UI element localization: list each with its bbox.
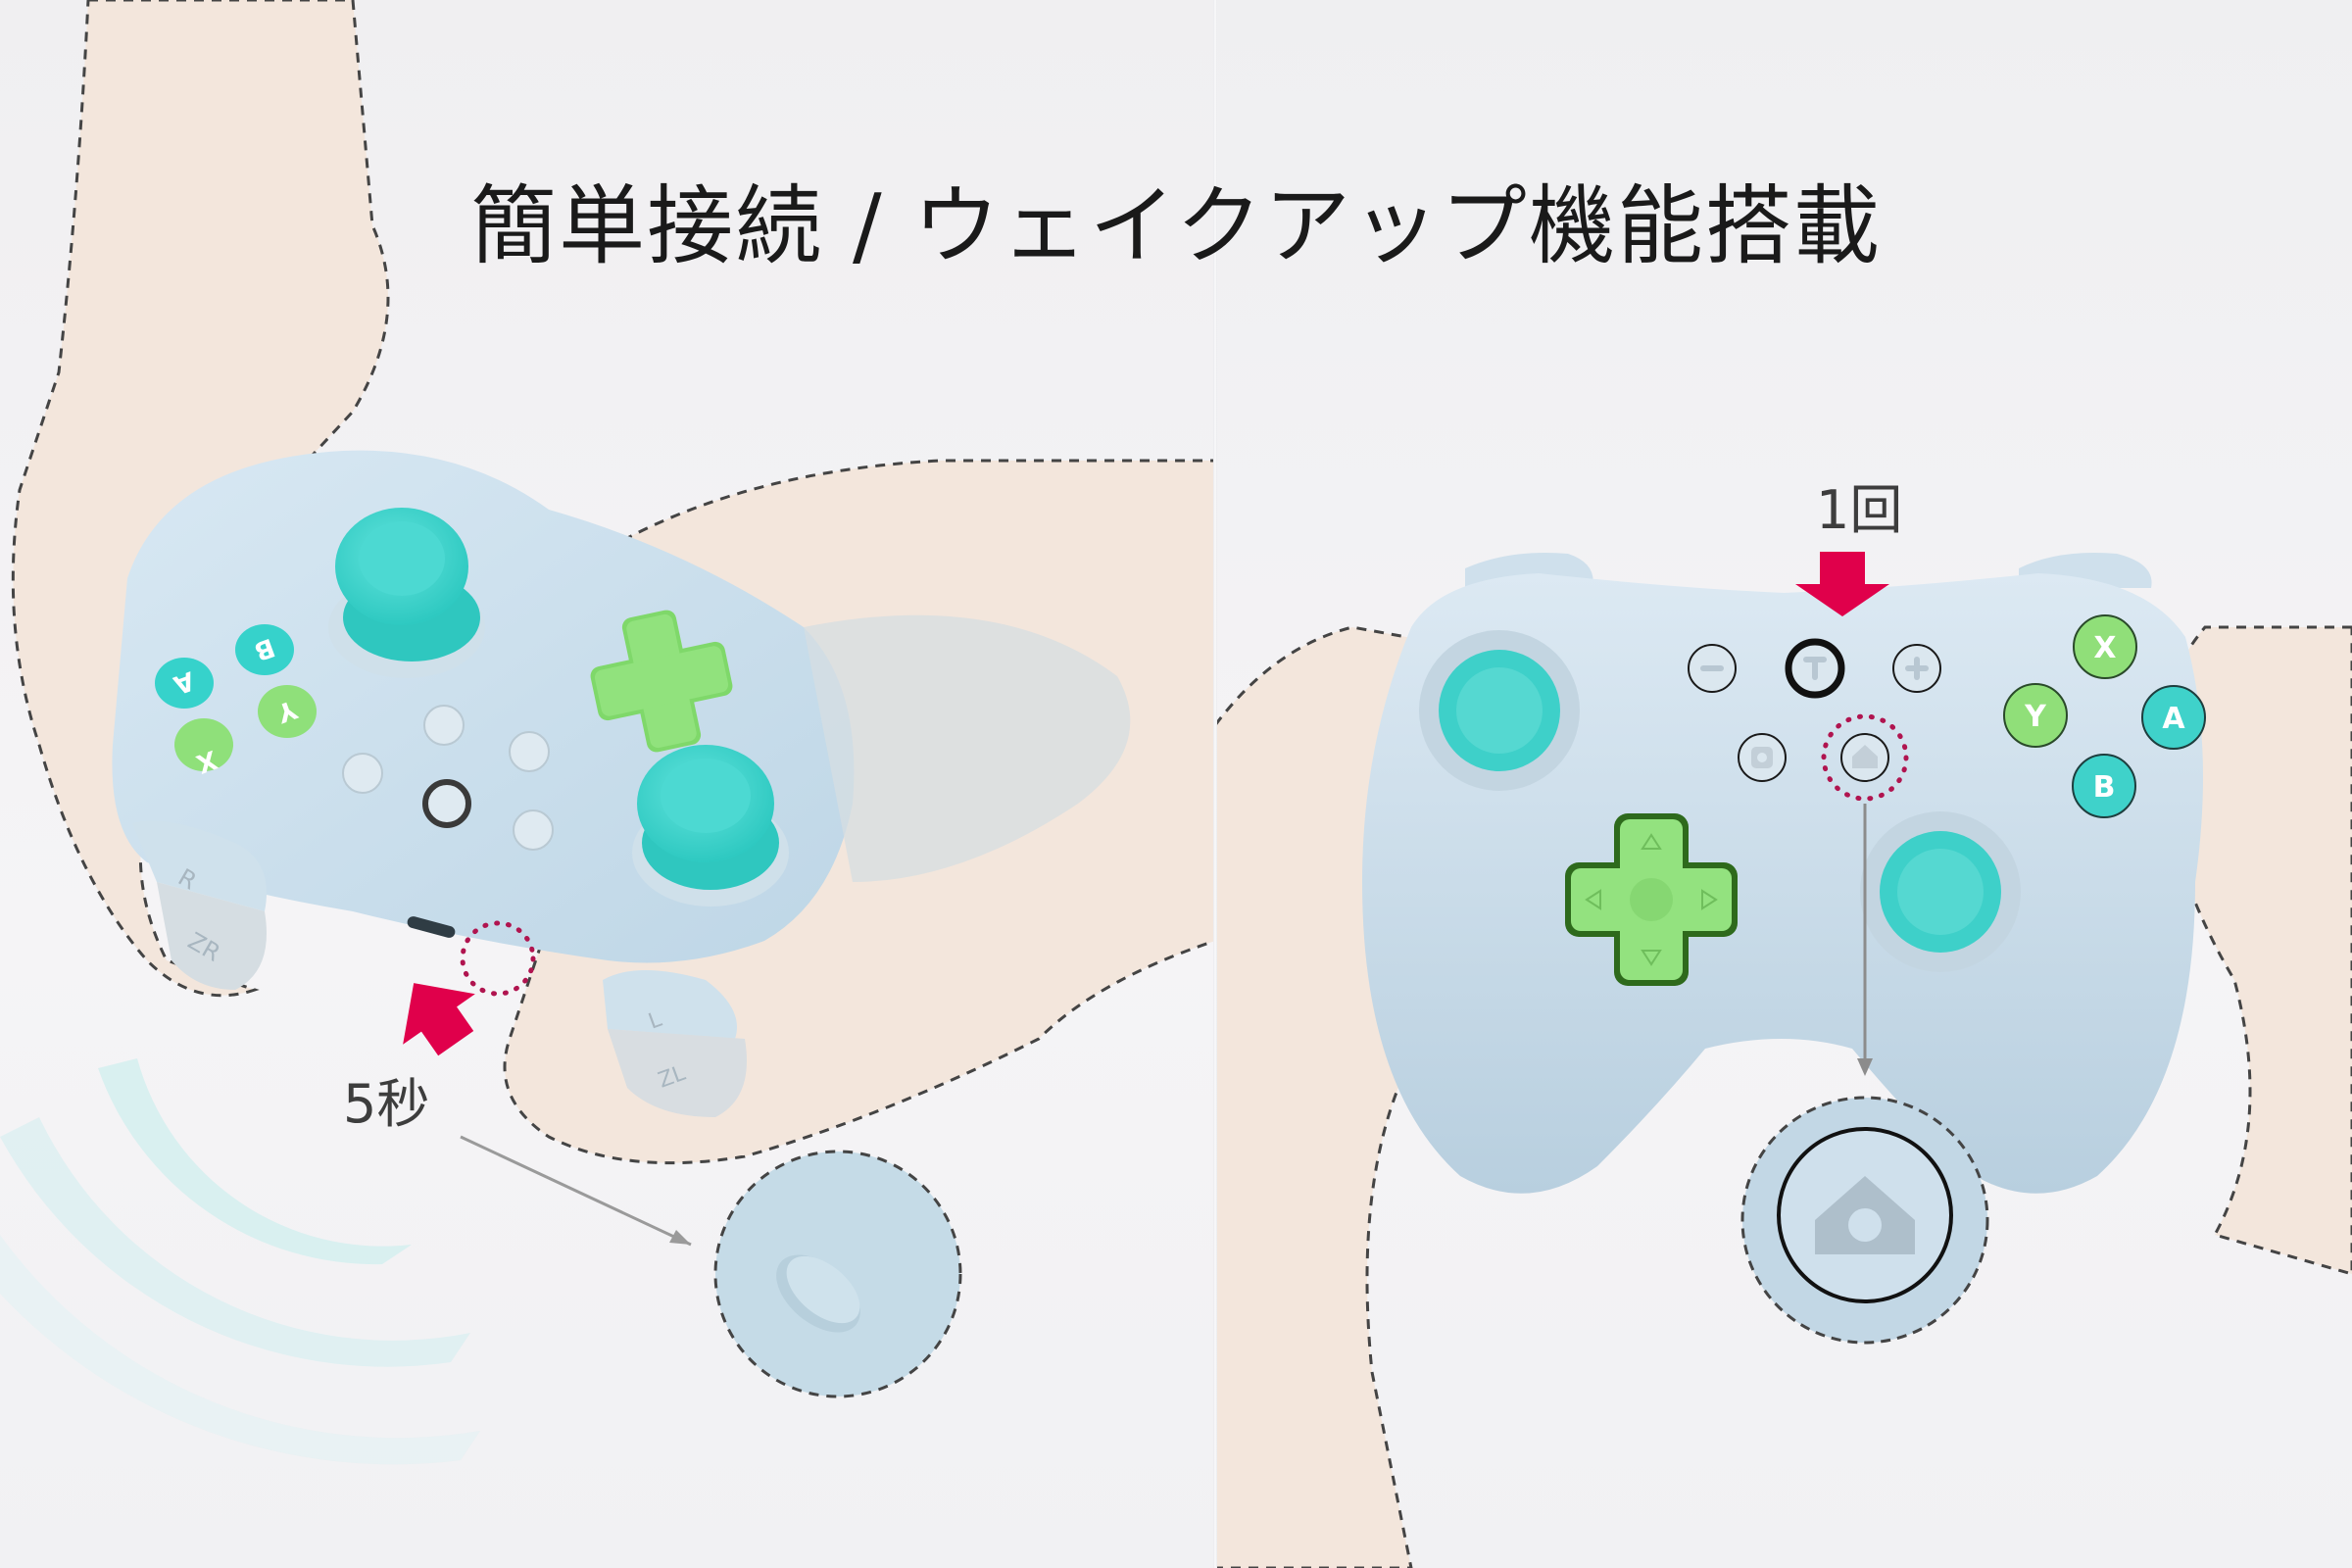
center-buttons-right	[1688, 638, 1941, 782]
callout-arrowhead-down-icon	[1857, 1058, 1873, 1076]
center-buttons-left	[342, 705, 554, 851]
dpad-up-icon	[1641, 833, 1662, 850]
svg-text:A: A	[2162, 702, 2185, 736]
page-title-text: 簡単接続 / ウェイクアップ機能搭載	[470, 175, 1882, 276]
page-title: 簡単接続 / ウェイクアップ機能搭載	[0, 157, 2352, 281]
dpad-down-icon	[1641, 950, 1662, 966]
dpad-right-icon	[1701, 889, 1718, 910]
wireless-signal-waves-icon	[0, 1058, 480, 1465]
minus-button[interactable]	[513, 809, 554, 851]
callout-leader-line	[460, 1135, 692, 1247]
shoulder-r-button: R ZR	[132, 820, 267, 990]
svg-text:B: B	[2093, 770, 2116, 805]
minus-button-front[interactable]	[1688, 644, 1737, 693]
svg-text:X: X	[2093, 631, 2116, 665]
button-b-front[interactable]: B	[2072, 754, 2136, 818]
plus-button[interactable]	[342, 753, 383, 794]
home-icon	[1852, 745, 1878, 768]
panel-divider	[1213, 0, 1217, 1568]
right-hand-outline-right-panel	[2154, 625, 2352, 1276]
home-button[interactable]	[509, 731, 550, 772]
shoulder-l-button: L ZL	[603, 970, 747, 1117]
dpad-front[interactable]	[1565, 813, 1738, 986]
dpad[interactable]	[580, 600, 743, 762]
svg-text:Y: Y	[2024, 700, 2047, 734]
button-y[interactable]: Y	[258, 685, 317, 738]
home-button-front[interactable]	[1840, 733, 1889, 782]
pairing-button-closeup	[713, 1150, 962, 1398]
capture-button-front[interactable]	[1738, 733, 1787, 782]
pairing-button-highlight	[460, 920, 536, 997]
turbo-button[interactable]	[422, 779, 471, 828]
capture-button[interactable]	[423, 705, 465, 746]
button-a-front[interactable]: A	[2141, 685, 2206, 750]
red-arrow-up-right-icon	[403, 983, 475, 1056]
button-a[interactable]: A	[155, 658, 214, 709]
right-panel-wakeup: X Y A B	[1215, 0, 2352, 1568]
red-arrow-down-icon	[1795, 552, 1889, 616]
home-button-closeup	[1740, 1096, 1989, 1345]
face-buttons-right: X Y A B	[2003, 614, 2206, 818]
button-y-front[interactable]: Y	[2003, 683, 2068, 748]
controller-grip	[804, 614, 1131, 882]
left-thumbstick[interactable]	[328, 508, 485, 678]
usb-port	[407, 916, 456, 938]
minus-icon	[1700, 665, 1724, 671]
button-b[interactable]: B	[235, 624, 294, 675]
left-thumbstick-front[interactable]	[1419, 630, 1580, 791]
left-panel-pairing: R ZR L ZL B	[0, 0, 1215, 1568]
plus-button-front[interactable]	[1892, 644, 1941, 693]
right-illustration: X Y A B	[1215, 552, 2352, 1568]
home-button-highlight	[1821, 713, 1909, 802]
hold-duration-label: 5秒	[343, 1073, 430, 1135]
turbo-button-front[interactable]	[1785, 638, 1845, 699]
dpad-left-icon	[1585, 889, 1601, 910]
button-x-front[interactable]: X	[2073, 614, 2137, 679]
callout-arrowhead-icon	[669, 1230, 691, 1245]
right-thumbstick[interactable]	[632, 745, 789, 906]
left-illustration: R ZR L ZL B	[0, 0, 1215, 1465]
press-count-label: 1回	[1816, 479, 1903, 541]
right-thumbstick-front[interactable]	[1860, 811, 2021, 972]
